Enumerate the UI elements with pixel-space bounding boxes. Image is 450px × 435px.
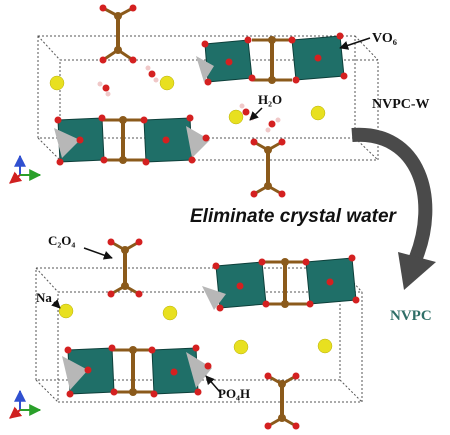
axis-triad-icon bbox=[9, 154, 42, 184]
water-molecules bbox=[97, 65, 281, 133]
na-atoms-top bbox=[49, 75, 326, 125]
curved-arrow-icon bbox=[351, 127, 436, 290]
nvpc-structure bbox=[9, 238, 363, 430]
c2o4-pointer bbox=[83, 247, 113, 260]
c2o4-group-top bbox=[99, 4, 137, 64]
vo6-octahedra-nvpc-lower bbox=[62, 344, 212, 398]
na-pointer bbox=[51, 299, 61, 309]
vo6-label: VO₆ bbox=[372, 31, 397, 46]
nvpc-w-label: NVPC-W bbox=[372, 97, 430, 112]
h2o-pointer bbox=[249, 107, 263, 121]
c2o4-group-nvpc bbox=[107, 238, 143, 298]
na-label: Na bbox=[36, 290, 52, 305]
c2o4-group-bottom-top bbox=[250, 138, 286, 198]
process-caption: Eliminate crystal water bbox=[190, 206, 398, 227]
vo6-pointer bbox=[339, 37, 371, 50]
vo6-octahedra-nvpc-upper bbox=[202, 254, 360, 312]
axis-triad-icon bbox=[9, 389, 42, 419]
c2o4-label: C₂O₄ bbox=[48, 233, 75, 248]
vo6-octahedra-lower bbox=[54, 114, 210, 166]
vo6-octahedra-upper bbox=[196, 32, 348, 86]
h2o-label: H₂O bbox=[258, 92, 282, 107]
nvpc-label: NVPC bbox=[390, 308, 432, 324]
po4h-pointer bbox=[205, 375, 221, 393]
na-atoms-nvpc bbox=[58, 303, 333, 355]
c2o4-group-nvpc-bottom bbox=[264, 372, 300, 430]
nvpc-w-structure bbox=[9, 4, 379, 198]
po4h-label: PO₄H bbox=[218, 386, 250, 401]
